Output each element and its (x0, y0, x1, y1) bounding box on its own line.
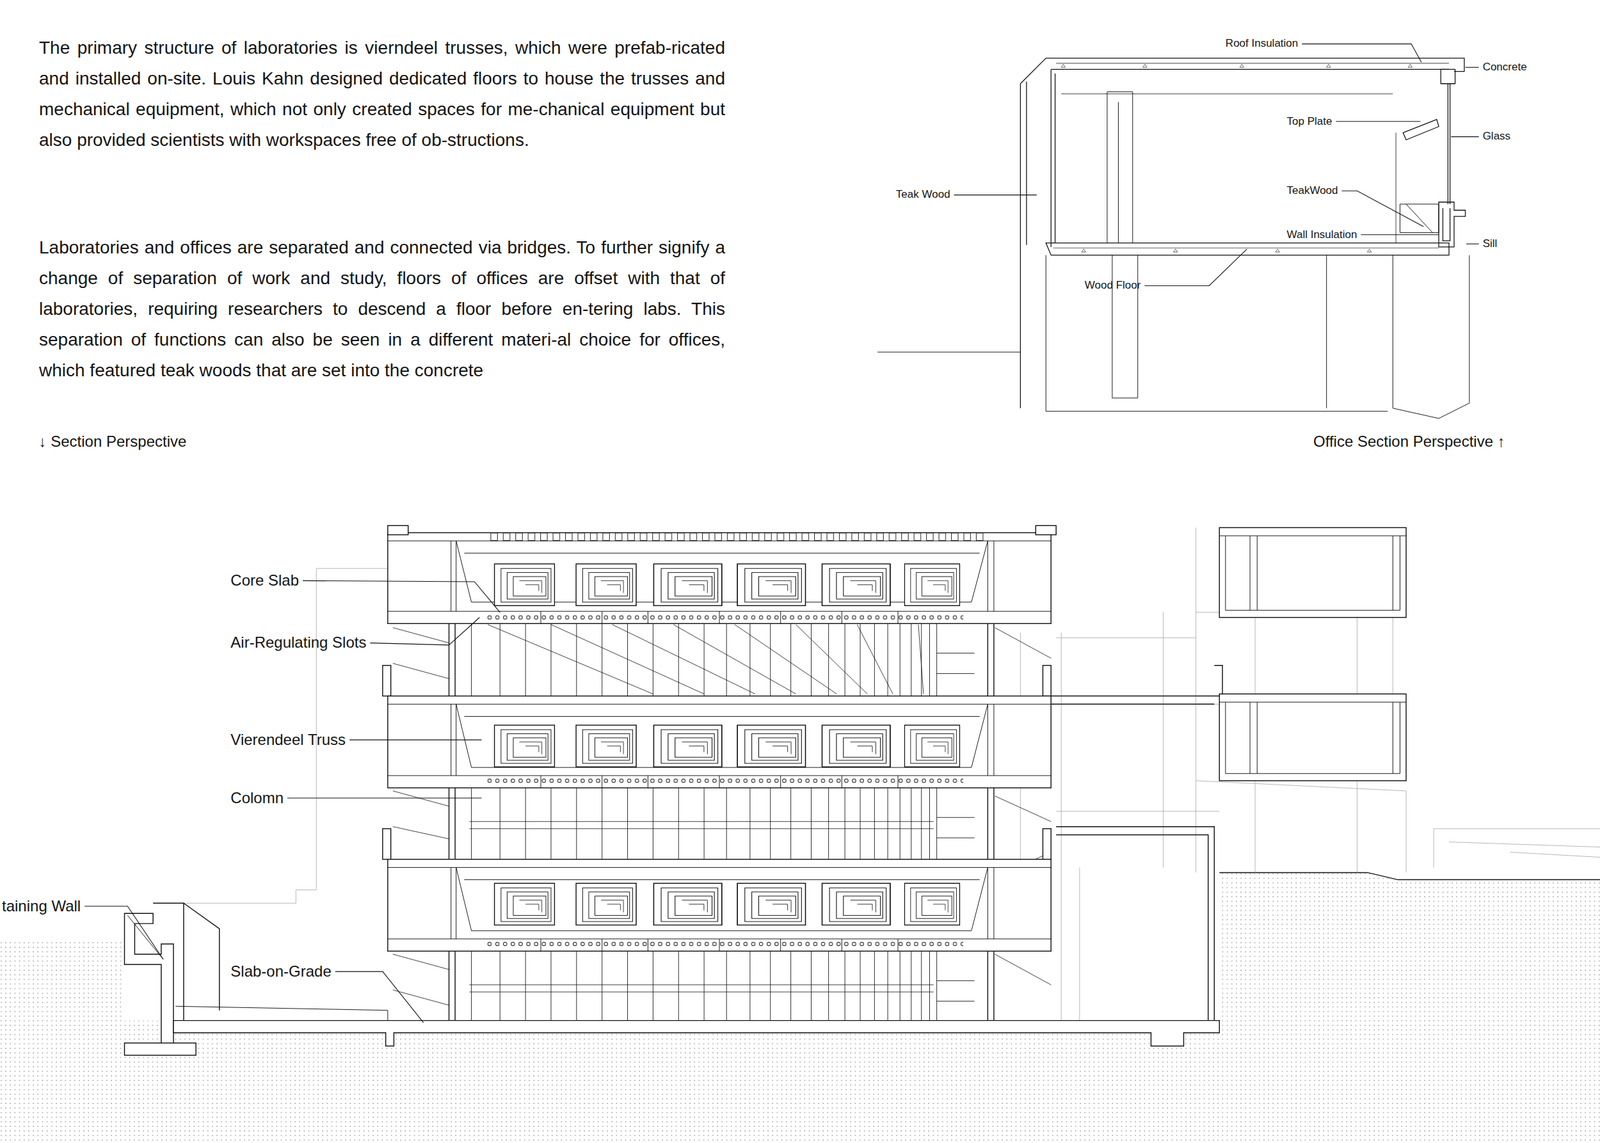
part-label: Glass (1482, 129, 1511, 143)
part-label: Colomn (230, 789, 284, 808)
part-label: Core Slab (230, 571, 299, 591)
part-label: Sill (1482, 237, 1498, 251)
leader-line (287, 797, 482, 799)
part-label: TeakWood (1287, 184, 1339, 198)
lab-fins (471, 787, 975, 861)
leader-line (349, 739, 482, 741)
part-label: Teak Wood (896, 188, 951, 201)
part-label: Top Plate (1287, 115, 1333, 128)
body-paragraph: The primary structure of laboratories is… (39, 32, 726, 156)
part-label: Vierendeel Truss (230, 730, 346, 750)
column (449, 568, 994, 1021)
leader-line (1360, 234, 1439, 235)
truss-opening (494, 563, 960, 926)
leader-line (1465, 67, 1480, 68)
background-building (183, 527, 1600, 1021)
leader-line (335, 971, 424, 1023)
part-label: Slab-on-Grade (230, 962, 331, 982)
slab-on-grade (173, 826, 1220, 1047)
leader-lines (84, 44, 1479, 1023)
view-caption: Office Section Perspective ↑ (1313, 432, 1506, 452)
part-label: Air-Regulating Slots (230, 633, 367, 653)
ground-hatch (0, 872, 1600, 1143)
leader-line (1144, 248, 1247, 286)
leader-line (1341, 190, 1424, 227)
leader-line (302, 580, 500, 612)
lab-fins (471, 623, 975, 696)
office-block (1050, 527, 1407, 781)
leader-line (1301, 44, 1422, 63)
part-label: Roof Insulation (1225, 37, 1298, 50)
leader-line (1450, 136, 1479, 137)
leader-line (369, 617, 480, 646)
body-paragraph: Laboratories and offices are separated a… (39, 232, 726, 386)
leader-line (84, 906, 164, 960)
perspective-lines (392, 624, 1051, 1006)
leader-line (1466, 243, 1479, 245)
view-caption: ↓ Section Perspective (39, 432, 187, 452)
office-section (877, 58, 1470, 419)
ground-line (1219, 872, 1600, 880)
truss-floor (382, 525, 1056, 952)
part-label: taining Wall (1, 897, 81, 916)
part-label: Concrete (1482, 60, 1528, 74)
leader-line (1335, 120, 1421, 122)
part-label: Wall Insulation (1287, 228, 1358, 242)
leader-line (954, 194, 1037, 196)
lab-fins (471, 951, 975, 1024)
part-label: Wood Floor (1084, 279, 1142, 292)
